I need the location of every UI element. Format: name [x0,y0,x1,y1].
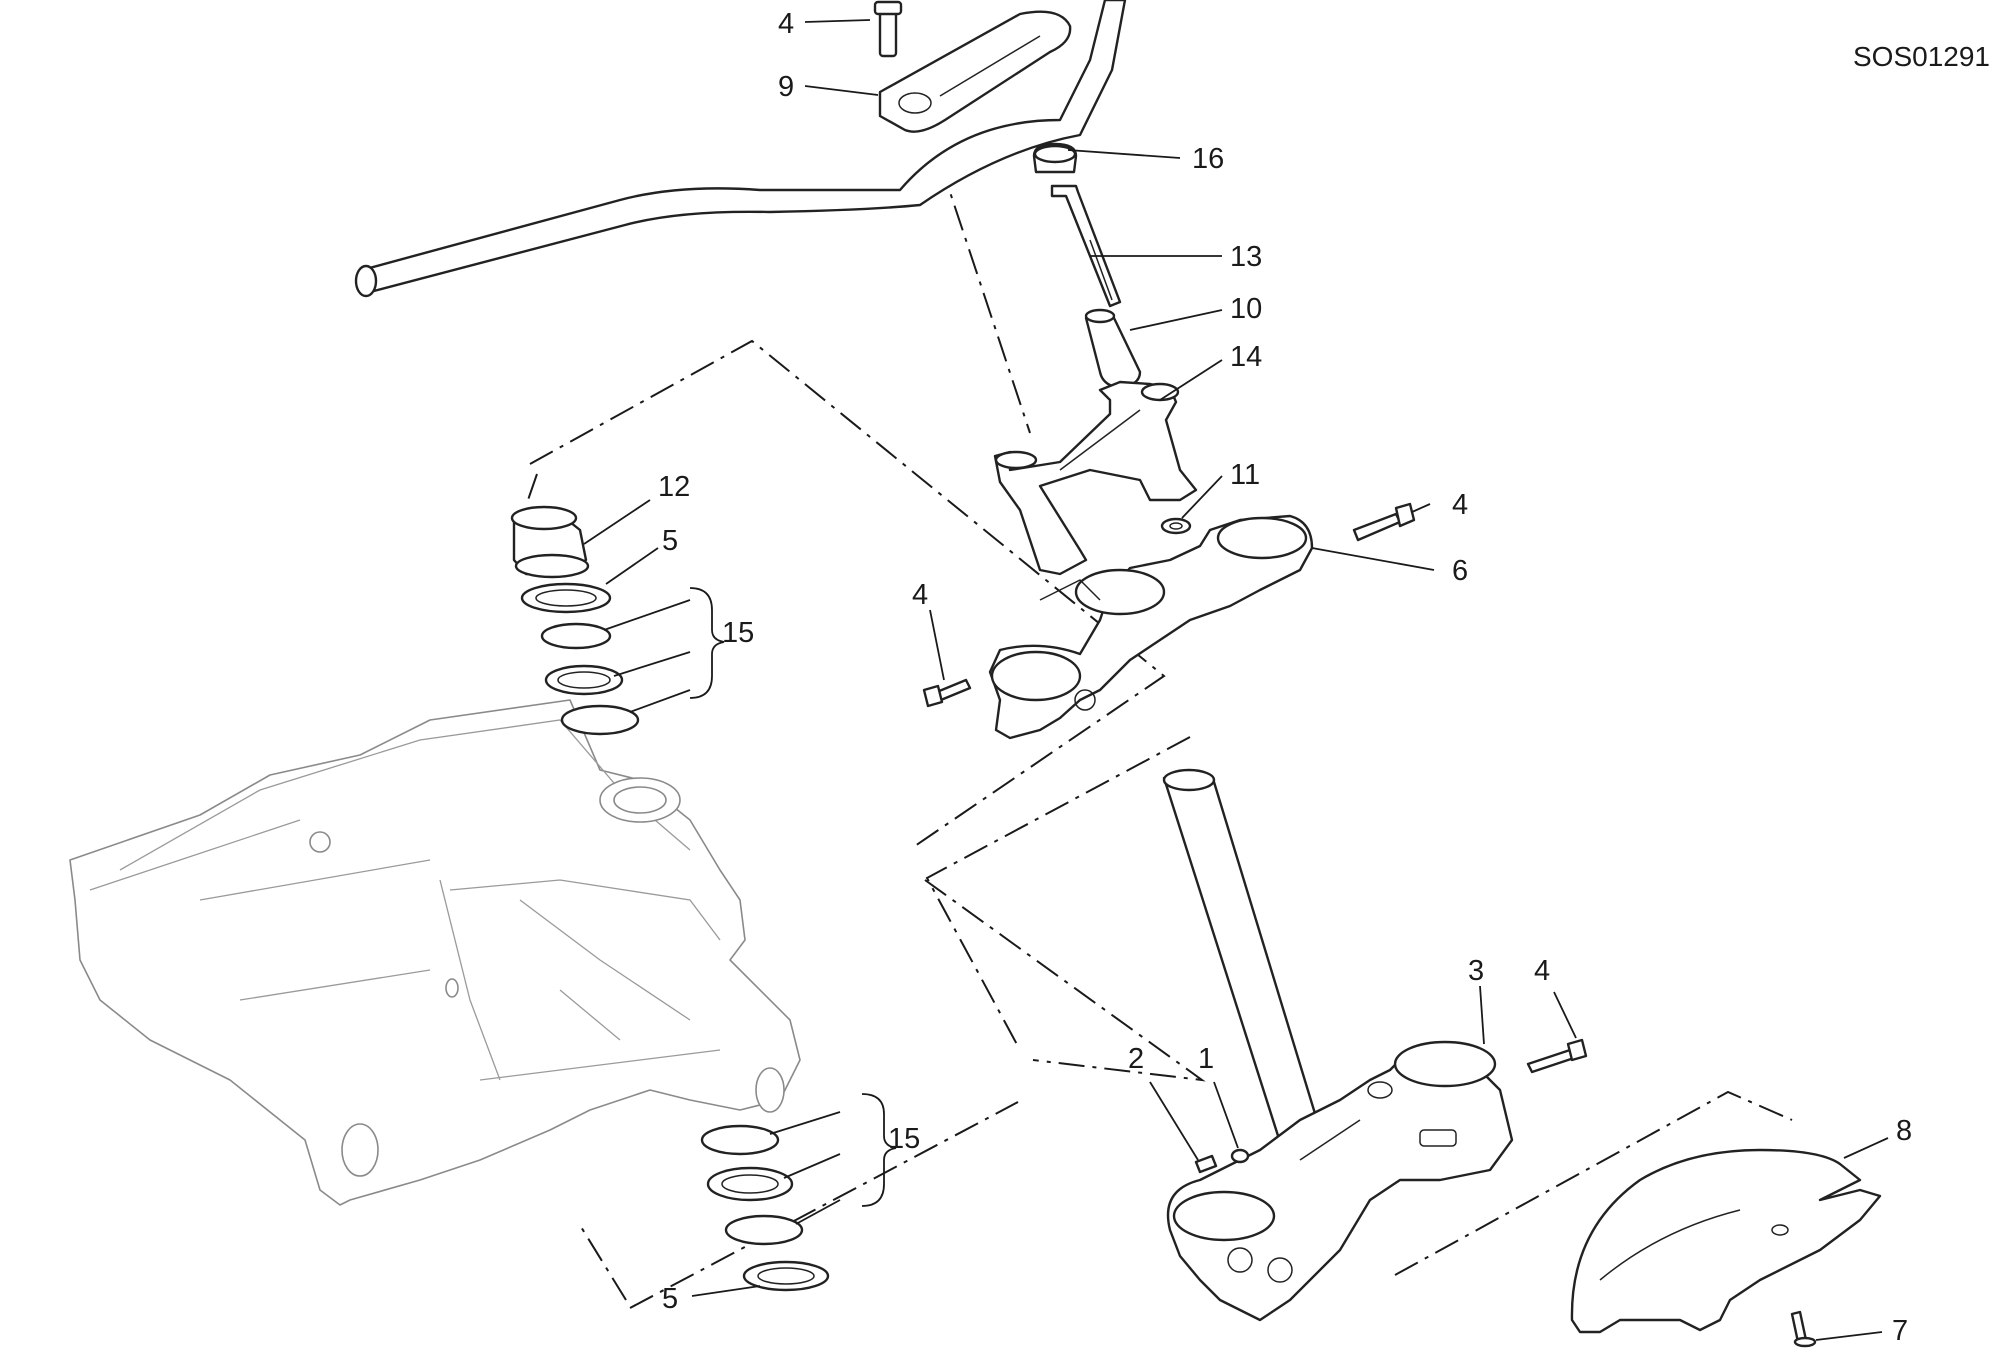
callout-4-upper-left: 4 [912,579,928,611]
callout-leaders [583,19,1889,1341]
callout-3-bottom-yoke: 3 [1468,955,1484,987]
callout-2-grub: 2 [1128,1043,1144,1075]
nut-part-1 [1230,1148,1250,1164]
callout-16-cap: 16 [1192,143,1224,175]
handlebar [354,0,1127,298]
screw-upper-left [922,678,972,708]
cap-part-16 [1032,142,1078,174]
handlebar-clamp-part-9 [873,0,1072,133]
callout-4-top-screw: 4 [778,8,794,40]
bottom-yoke-part-3 [1166,1040,1514,1322]
callout-9-clamp: 9 [778,71,794,103]
screw-lower-right [1526,1038,1588,1074]
callout-5-lower-seal: 5 [662,1283,678,1315]
bearing-lower-part-15 [700,1124,804,1246]
spacer-part-10 [1084,308,1142,388]
callout-1-nut: 1 [1198,1043,1214,1075]
screw-upper-right [1352,502,1416,542]
drawing-code: SOS01291 [1853,41,1990,72]
bearing-upper-part-15 [540,622,640,736]
callout-labels: 4 9 16 13 10 14 11 4 6 4 12 5 15 15 5 3 … [658,8,1912,1347]
callout-8-cover: 8 [1896,1115,1912,1147]
callout-4-upper-right: 4 [1452,489,1468,521]
callout-13-bolt: 13 [1230,241,1262,273]
callout-15-upper-bearing: 15 [722,617,754,649]
callout-5-upper-seal: 5 [662,525,678,557]
callout-11-washer: 11 [1230,459,1260,491]
callout-10-spacer: 10 [1230,293,1262,325]
top-yoke-part-6 [988,514,1314,740]
callout-braces [689,587,897,1207]
handlebar-riser-part-14 [993,380,1198,576]
steering-nut-part-12 [510,505,590,579]
callout-14-riser: 14 [1230,341,1262,373]
callout-6-top-yoke: 6 [1452,555,1468,587]
steering-stem [1162,768,1322,1144]
frame-ghost-drawing [69,699,801,1206]
washer-part-11 [1160,517,1192,535]
grub-screw-part-2 [1194,1154,1218,1174]
bolt-part-13 [1050,184,1122,308]
cover-part-8 [1570,1148,1882,1334]
callout-7-screw: 7 [1892,1315,1908,1347]
callout-4-lower-right: 4 [1534,955,1550,987]
callout-15-lower-bearing: 15 [888,1123,920,1155]
dashed-assembly-outlines [527,161,1793,1309]
seal-lower-part-5 [742,1260,830,1292]
callout-12-nut: 12 [658,471,690,503]
screw-part-7 [1790,1310,1817,1348]
seal-upper-part-5 [520,582,612,614]
